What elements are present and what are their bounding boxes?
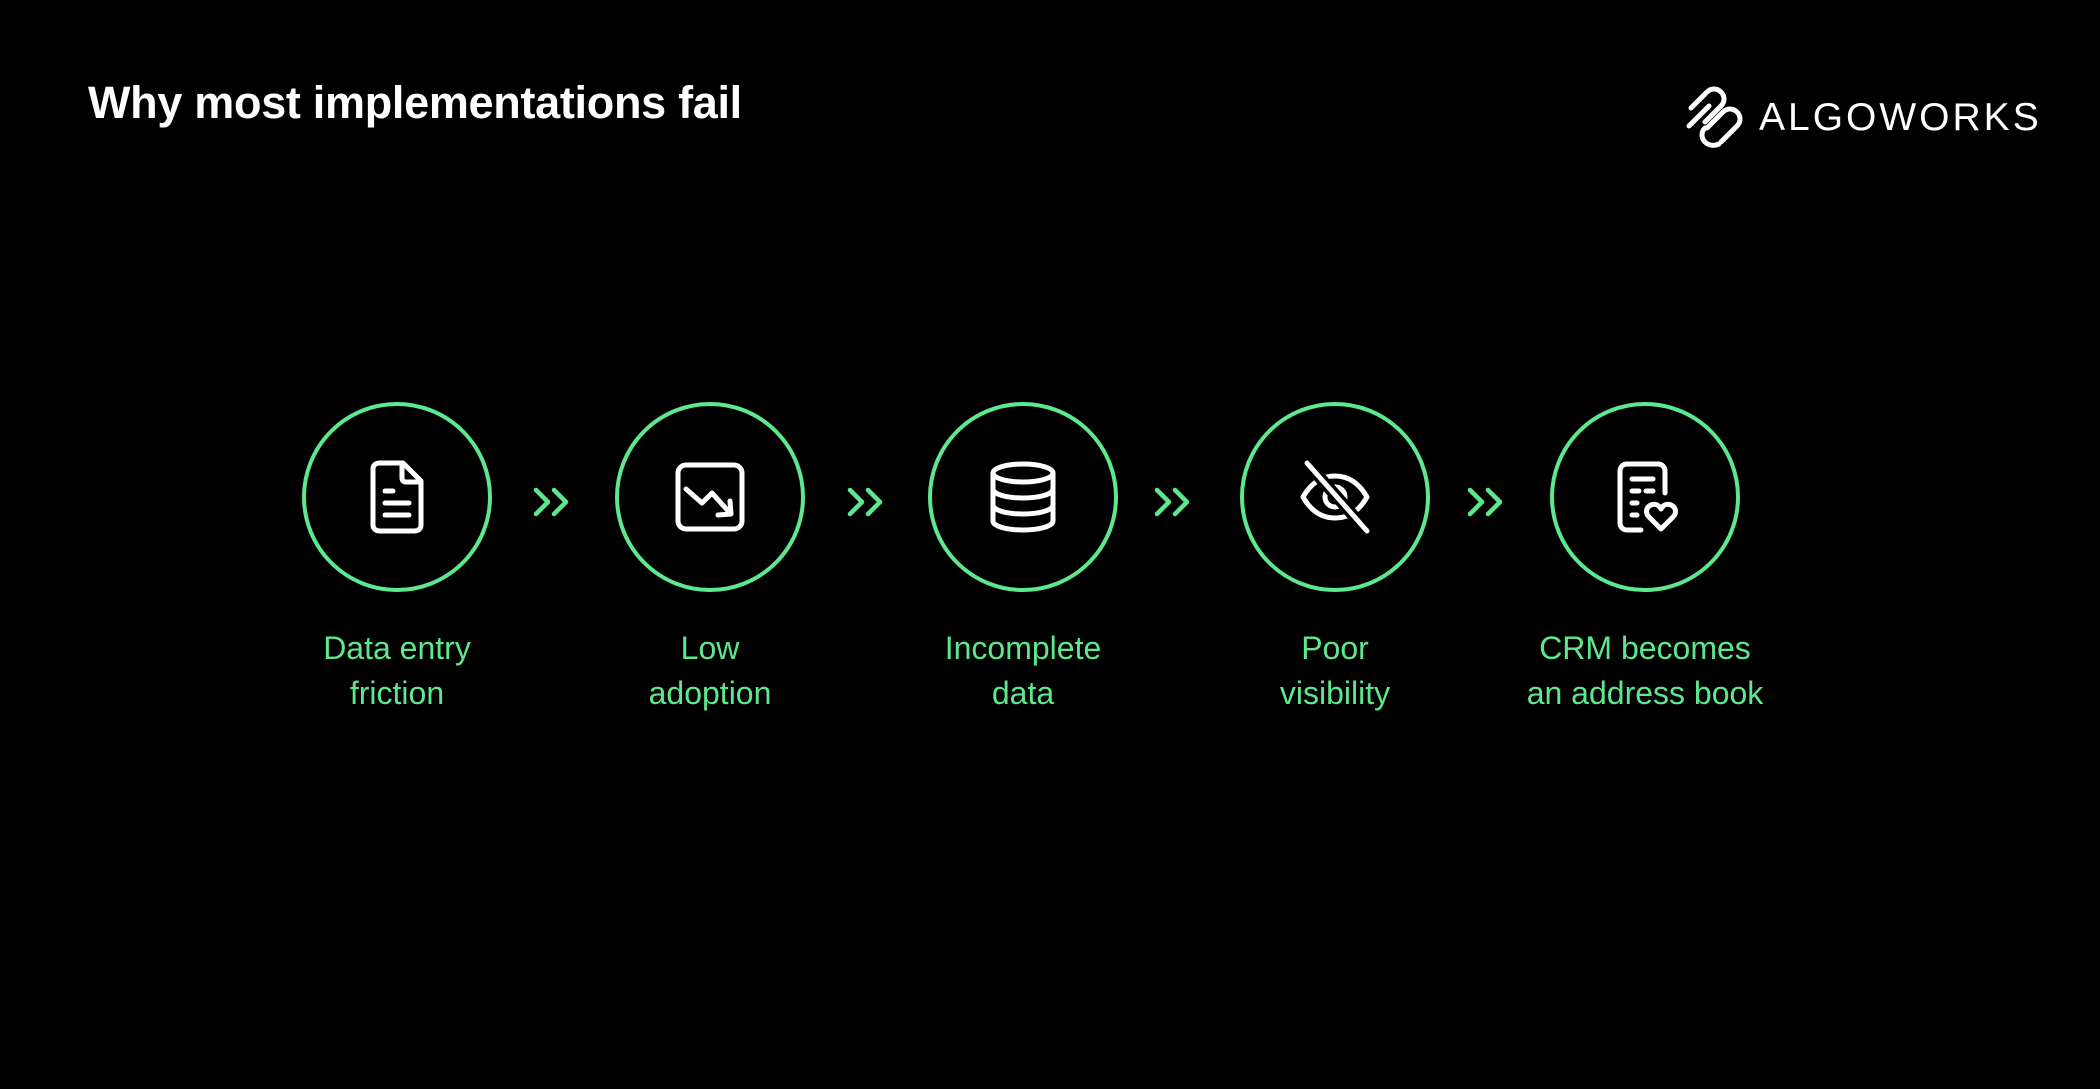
page-title: Why most implementations fail [88, 77, 742, 128]
step-label-line-2: friction [349, 675, 445, 711]
step-circle [615, 402, 805, 592]
brand-name: ALGOWORKS [1759, 95, 2042, 139]
step-label-line-1: Low [680, 630, 740, 666]
step-low-adoption: Low adoption [610, 402, 810, 716]
double-chevron-right-icon [847, 487, 883, 517]
step-label-line-2: visibility [1279, 675, 1391, 711]
step-label-line-2: an address book [1526, 675, 1764, 711]
algoworks-logo-mark-icon [1686, 86, 1743, 148]
double-chevron-right-icon [1467, 487, 1503, 517]
step-data-entry-friction: Data entry friction [297, 402, 497, 716]
step-label-line-1: Data entry [323, 630, 471, 666]
step-label-line-2: adoption [648, 675, 772, 711]
eye-off-icon [1300, 457, 1373, 537]
double-chevron-right-icon [533, 487, 569, 517]
trending-down-chart-icon [675, 462, 745, 532]
step-label: Data entry friction [217, 626, 577, 716]
step-label: Poor visibility [1155, 626, 1515, 716]
step-label-line-1: Poor [1301, 630, 1369, 666]
step-label: Incomplete data [843, 626, 1203, 716]
step-label: Low adoption [530, 626, 890, 716]
step-label-line-1: Incomplete [944, 630, 1102, 666]
step-circle [928, 402, 1118, 592]
step-crm-address-book: CRM becomes an address book [1527, 402, 1763, 716]
step-label-line-1: CRM becomes [1539, 630, 1751, 666]
step-incomplete-data: Incomplete data [923, 402, 1123, 716]
database-icon [990, 461, 1056, 533]
step-circle [302, 402, 492, 592]
step-label: CRM becomes an address book [1465, 626, 1825, 716]
step-label-line-2: data [991, 675, 1055, 711]
step-poor-visibility: Poor visibility [1235, 402, 1435, 716]
contact-list-heart-icon [1617, 461, 1678, 533]
step-circle [1550, 402, 1740, 592]
step-circle [1240, 402, 1430, 592]
document-icon [370, 460, 424, 534]
brand-logo: ALGOWORKS [1683, 86, 2042, 148]
double-chevron-right-icon [1154, 487, 1190, 517]
